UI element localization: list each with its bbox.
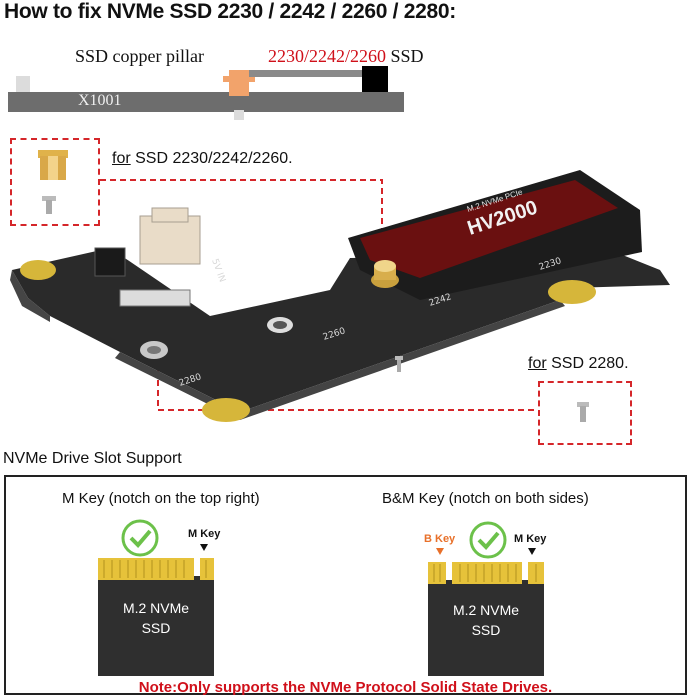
ssd-word: SSD (390, 46, 424, 66)
bmkey-title: B&M Key (notch on both sides) (382, 490, 589, 507)
screw-callout-box (538, 381, 632, 445)
m-arrow-down-icon (528, 548, 536, 555)
board-bar (8, 92, 404, 112)
pillar-head (223, 76, 255, 82)
size-values: 2230/2242/2260 (268, 46, 387, 66)
for-long-prefix: for (528, 355, 547, 372)
bm-check-circle-icon (469, 521, 507, 559)
copper-pillar (229, 70, 249, 96)
for-prefix: for (112, 150, 131, 167)
bm-check-icon (477, 531, 500, 550)
m-notch (194, 558, 200, 576)
size-label: 2230/2242/2260 SSD (268, 46, 424, 67)
for-short-ssd-label: for SSD 2230/2242/2260. (112, 150, 293, 168)
b-arrow-down-icon (436, 548, 444, 555)
bkey-label: B Key (424, 533, 456, 545)
bmkey-ssd-graphic (428, 521, 544, 676)
arrow-down-icon (200, 544, 208, 551)
check-icon (129, 529, 152, 548)
page-title: How to fix NVMe SSD 2230 / 2242 / 2260 /… (4, 0, 456, 23)
mkey-ssd-line1: M.2 NVMe (122, 600, 190, 616)
screw-image (577, 402, 589, 422)
b-notch (446, 562, 452, 580)
support-panel (4, 475, 687, 695)
mkey-ssd-line2: SSD (141, 620, 171, 636)
mkey-label: M Key (188, 528, 221, 540)
pillar-screw (234, 110, 244, 120)
mkey-contacts-main (98, 558, 194, 580)
ssd-connector (362, 66, 388, 92)
ssd-bar (249, 70, 369, 77)
standoff-left (16, 76, 30, 94)
for-long-ssd-label: for SSD 2280. (528, 355, 629, 373)
check-circle-icon (121, 519, 159, 557)
mkey-title: M Key (notch on the top right) (62, 490, 260, 507)
pillar-label: SSD copper pillar (75, 46, 204, 66)
board-label: X1001 (78, 92, 122, 109)
for-long-text: SSD 2280. (551, 355, 629, 372)
mkey-ssd-graphic (98, 519, 214, 676)
for-short-text: SSD 2230/2242/2260. (135, 150, 293, 167)
bmkey-contacts-left (428, 562, 446, 584)
bmkey-ssd-line2: SSD (471, 622, 501, 638)
pillar-callout-box (10, 138, 100, 226)
nvme-note: Note:Only supports the NVMe Protocol Sol… (138, 679, 553, 696)
mkey-contacts-right (200, 558, 214, 580)
bm-mkey-label: M Key (514, 533, 547, 545)
cross-section-diagram (8, 66, 404, 120)
bmkey-contacts-main (452, 562, 522, 584)
board-photo: HV2000 M.2 NVMe PCIe 2280 2260 2242 2230… (10, 170, 670, 422)
copper-pillar-image (38, 150, 68, 214)
bmkey-ssd-line1: M.2 NVMe (452, 602, 520, 618)
connector-label: 5V IN (209, 258, 227, 284)
bm-m-notch (522, 562, 528, 580)
support-heading: NVMe Drive Slot Support (3, 450, 182, 467)
